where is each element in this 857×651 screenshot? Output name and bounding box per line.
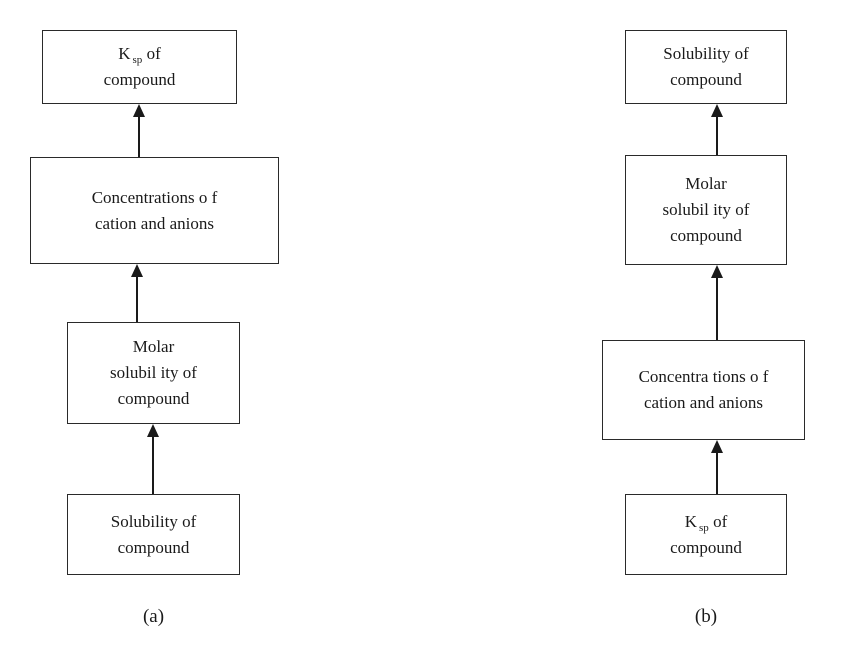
box-line: compound [117,537,190,557]
box-line: compound [670,537,742,557]
box-a-molar-solubility: Molar solubil ity of compound [67,322,240,424]
arrow-head-icon [711,265,723,278]
arrow-line [716,278,718,340]
ksp-symbol: K [118,44,131,63]
arrow-head-icon [147,424,159,437]
arrow-head-icon [131,264,143,277]
arrow-head-icon [711,104,723,117]
box-line: Solubility of [663,44,749,63]
ksp-symbol: K [684,511,698,531]
box-line: compound [103,70,176,89]
arrow-up-a-2 [130,264,144,322]
box-line: solubil ity of [662,200,750,219]
arrow-line [716,117,718,155]
box-b-concentrations: Concentra tions o f cation and anions [602,340,805,440]
arrow-head-icon [711,440,723,453]
box-b-solubility-of-compound: Solubility of compound [625,30,787,104]
box-line: solubil ity of [110,363,197,382]
arrow-head-icon [133,104,145,117]
ksp-subscript: sp [699,521,709,534]
ksp-suffix: of [146,44,161,63]
caption-a: (a) [142,606,165,627]
arrow-line [716,453,718,494]
arrow-up-a-3 [132,104,146,157]
caption-b: (b) [694,606,718,627]
box-line: compound [117,389,190,408]
box-line: cation and anions [95,213,214,233]
box-a-concentrations: Concentrations o f cation and anions [30,157,279,264]
box-line: compound [670,70,742,89]
box-line: cation and anions [644,393,763,412]
arrow-up-b-3 [710,104,724,155]
box-a-solubility-of-compound: Solubility of compound [67,494,240,575]
ksp-subscript: sp [132,54,143,67]
ksp-suffix: of [713,511,728,531]
box-line: Solubility of [110,511,197,531]
box-line: Concentrations o f [91,187,218,207]
arrow-line [136,277,138,322]
box-line: compound [670,226,742,245]
arrow-up-b-1 [710,440,724,494]
box-line: Molar [685,174,727,193]
arrow-line [138,117,140,157]
arrow-line [152,437,154,494]
arrow-up-b-2 [710,265,724,340]
box-line: Molar [132,337,175,356]
box-b-molar-solubility: Molar solubil ity of compound [625,155,787,265]
arrow-up-a-1 [146,424,160,494]
box-line: Concentra tions o f [638,367,769,386]
